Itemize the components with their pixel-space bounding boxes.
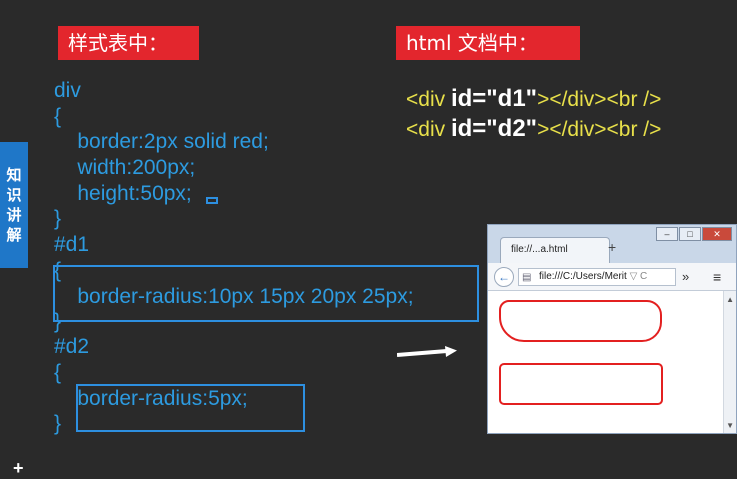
css-line: } [54, 207, 62, 230]
side-tab-char: 识 [6, 186, 22, 204]
css-line: border-radius:5px; [54, 387, 248, 410]
browser-tabbar: file://...a.html + – □ ✕ [488, 225, 736, 263]
css-line: #d1 [54, 233, 90, 256]
minimize-icon[interactable]: – [656, 227, 678, 241]
page-icon: ▤ [522, 272, 532, 283]
right-arrow-icon [397, 346, 457, 357]
window-controls: – □ ✕ [655, 227, 732, 241]
browser-navbar: ← file:///C:/Users/Merit ▽ C ▤ » ≡ [488, 263, 736, 291]
plus-icon: + [13, 458, 24, 478]
html-section-label: html 文档中： [396, 26, 580, 60]
d2-highlight-box [76, 384, 305, 432]
css-line: } [54, 412, 62, 435]
css-line: border-radius:10px 15px 20px 25px; [54, 285, 414, 308]
css-section-label: 样式表中： [58, 26, 199, 60]
css-line: width:200px; [54, 156, 196, 179]
browser-tab[interactable]: file://...a.html [500, 237, 610, 263]
css-line: div [54, 79, 81, 102]
scroll-up-icon[interactable]: ▲ [726, 295, 734, 304]
css-line: #d2 [54, 335, 90, 358]
browser-viewport [488, 291, 724, 433]
close-icon[interactable]: ✕ [702, 227, 732, 241]
url-bar[interactable]: file:///C:/Users/Merit ▽ C [518, 268, 676, 286]
div-d2-preview [499, 363, 663, 405]
d1-highlight-box [53, 265, 479, 322]
div-d1-preview [499, 300, 662, 342]
new-tab-icon[interactable]: + [608, 239, 617, 255]
side-tab-char: 知 [6, 166, 22, 184]
css-line: { [54, 259, 62, 282]
css-line: border:2px solid red; [54, 130, 269, 153]
scroll-down-icon[interactable]: ▼ [726, 421, 734, 430]
html-line-d1: <div id="d1"></div><br /> [406, 85, 662, 112]
maximize-icon[interactable]: □ [679, 227, 701, 241]
css-line: { [54, 105, 62, 128]
more-tools-icon[interactable]: » [682, 269, 690, 284]
side-tab-char: 讲 [6, 206, 22, 224]
text-cursor [206, 197, 218, 204]
browser-window: file://...a.html + – □ ✕ ← file:///C:/Us… [487, 224, 737, 434]
side-tab-char: 解 [6, 226, 22, 244]
css-line: { [54, 361, 62, 384]
vertical-scrollbar[interactable] [723, 291, 736, 433]
css-line: height:50px; [54, 182, 192, 205]
knowledge-tab[interactable]: 知 识 讲 解 [0, 142, 28, 268]
html-line-d2: <div id="d2"></div><br /> [406, 115, 662, 142]
back-arrow-icon[interactable]: ← [494, 267, 514, 287]
menu-icon[interactable]: ≡ [713, 269, 722, 285]
